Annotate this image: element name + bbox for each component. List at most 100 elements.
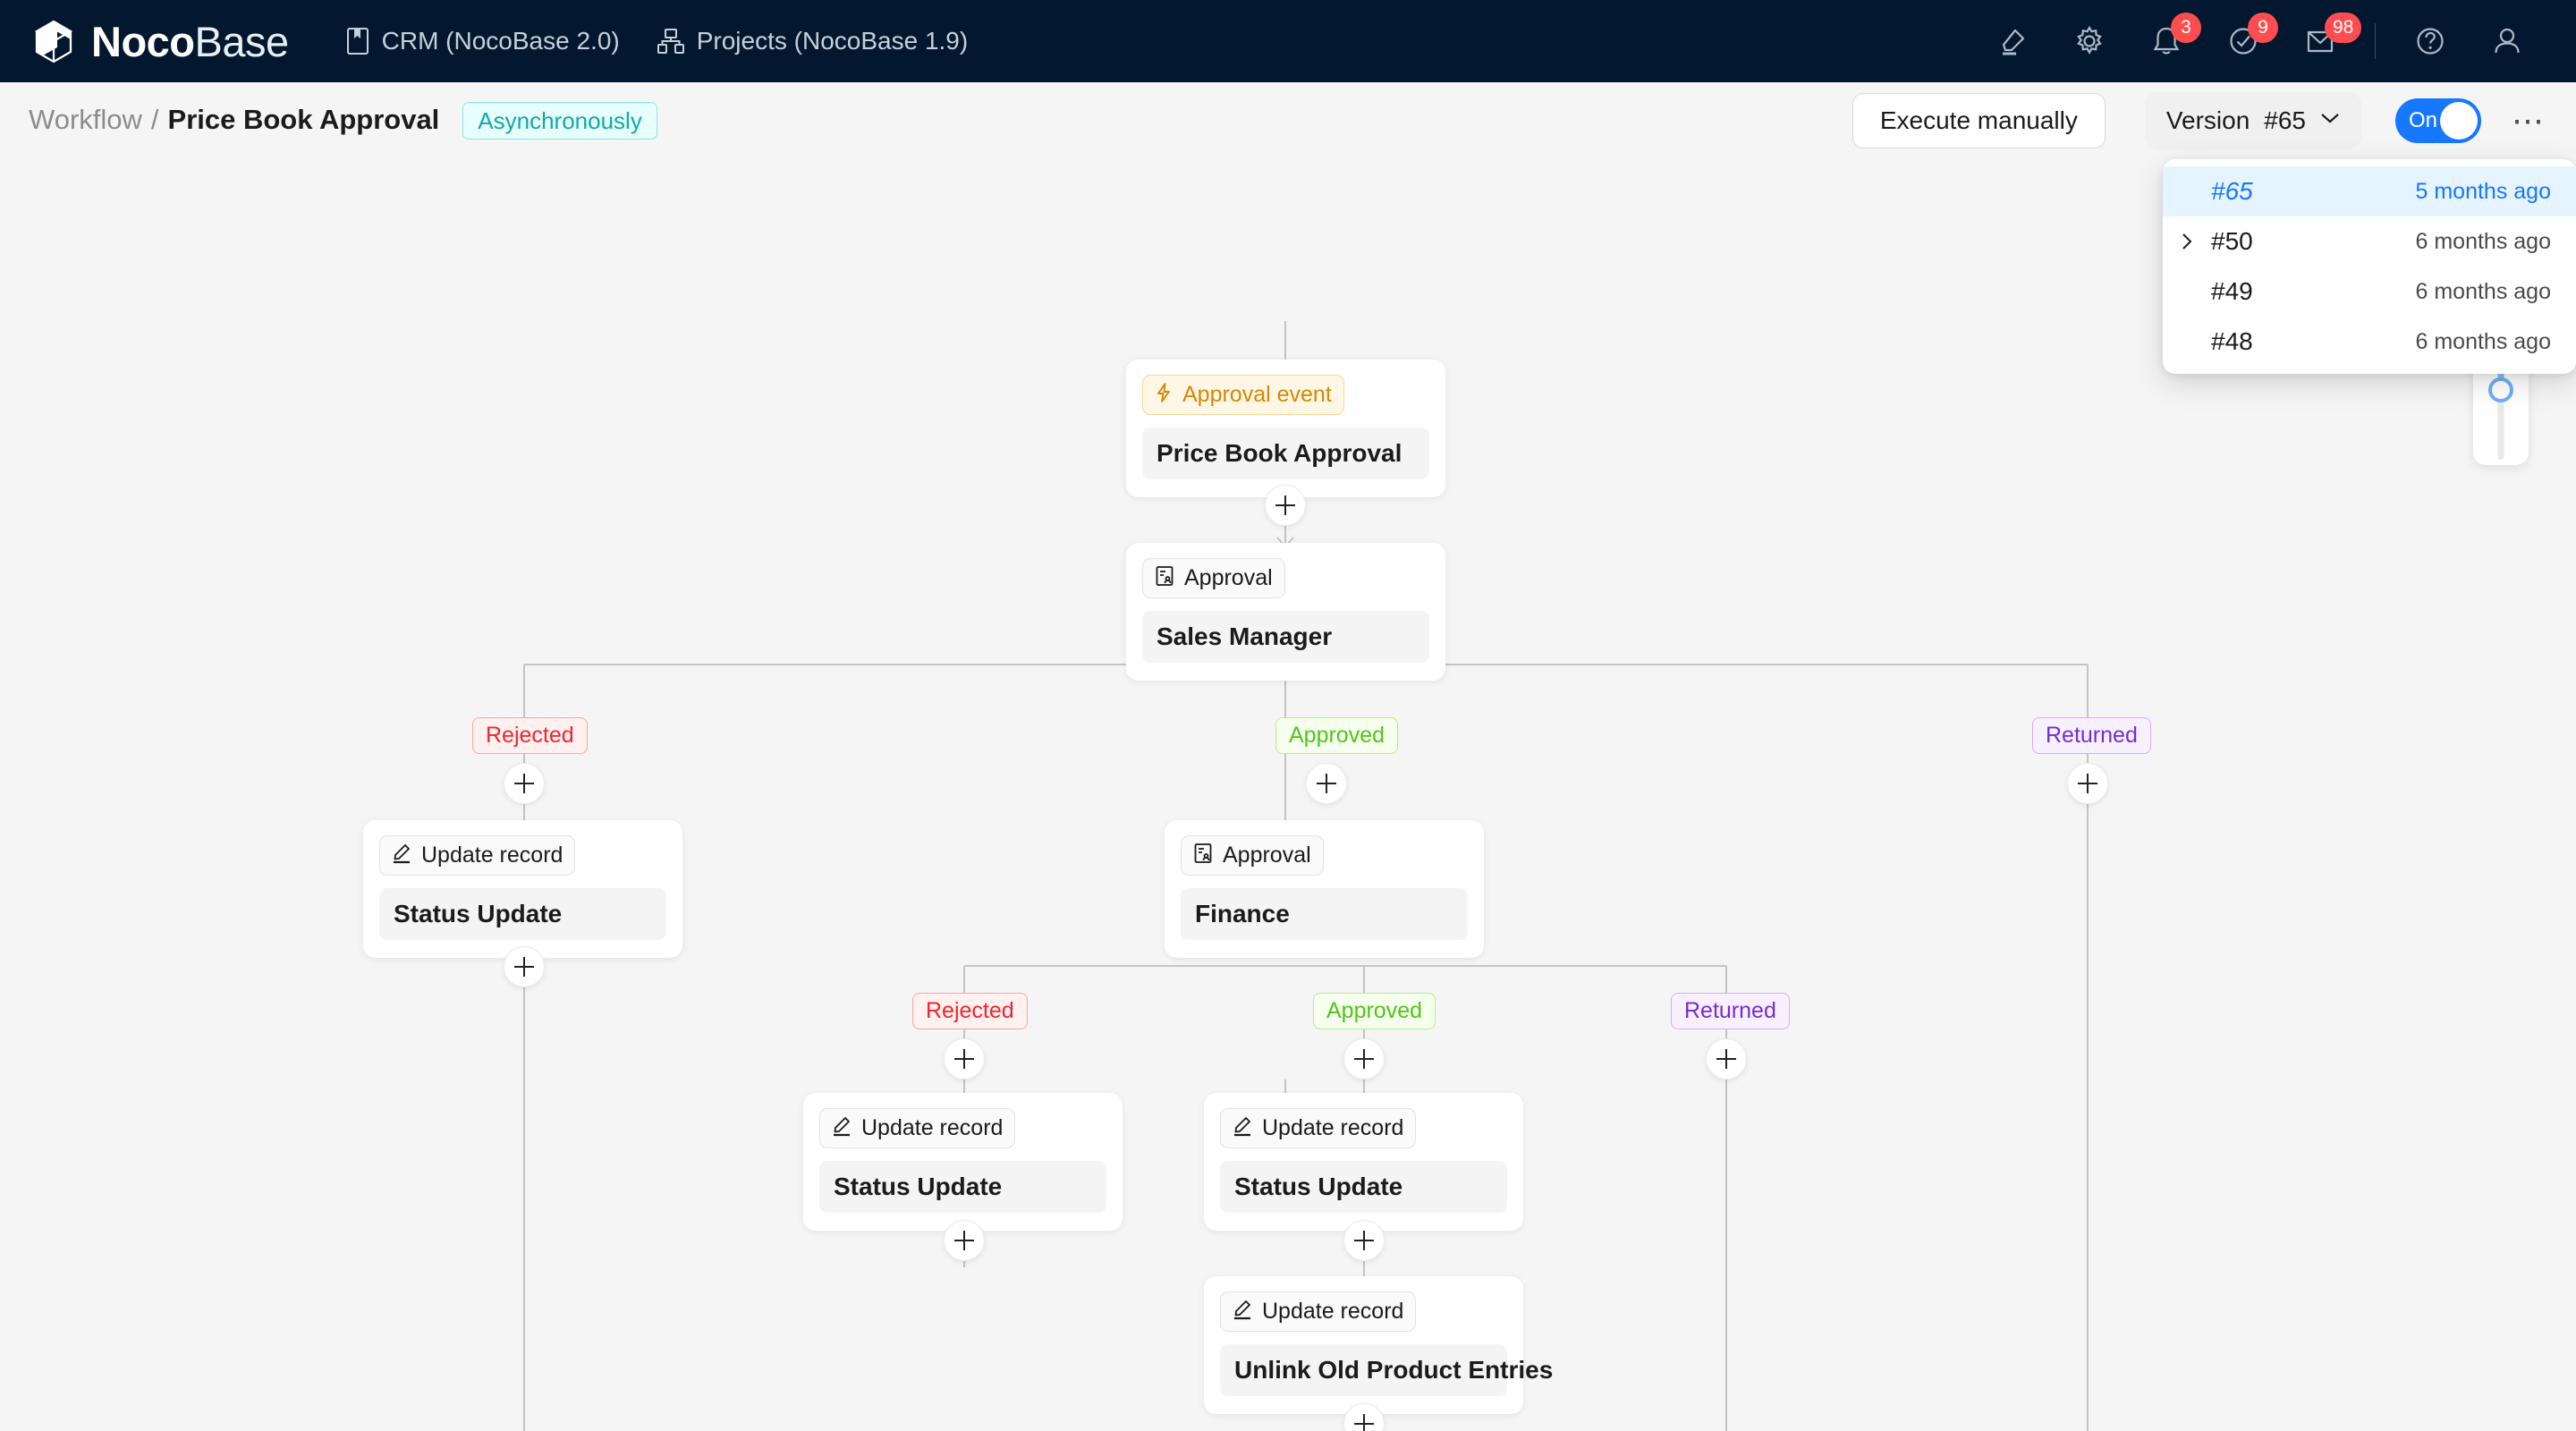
more-options-button[interactable]: ⋯ <box>2512 101 2546 139</box>
node-type-badge-approval: Approval <box>1181 835 1324 876</box>
version-menu-item-65-time: 5 months ago <box>2415 178 2552 204</box>
add-node-button[interactable] <box>504 946 545 987</box>
workflow-node-status-update-rejected-l2[interactable]: Update record Status Update <box>803 1093 1123 1231</box>
node-title[interactable]: Sales Manager <box>1142 611 1429 663</box>
edit-underline-icon <box>1233 1299 1252 1325</box>
add-node-button[interactable] <box>504 763 545 804</box>
canvas-zoom-slider[interactable] <box>2473 358 2529 465</box>
app-tab-projects[interactable]: Projects (NocoBase 1.9) <box>656 21 970 61</box>
check-circle-badge: 9 <box>2248 13 2278 43</box>
node-type-badge-update-record: Update record <box>379 835 576 876</box>
workflow-toolbar-actions: Execute manually Version #65 On ⋯ <box>1852 91 2576 149</box>
branch-tag-approved-level2[interactable]: Approved <box>1313 993 1436 1029</box>
page-title: Price Book Approval <box>167 103 440 135</box>
zoom-slider-track[interactable] <box>2497 363 2504 460</box>
app-logo[interactable]: NocoBase <box>0 18 289 64</box>
execute-manually-button[interactable]: Execute manually <box>1852 92 2106 148</box>
zoom-slider-handle[interactable] <box>2488 377 2513 402</box>
workflow-node-unlink-old-product-entries[interactable]: Update record Unlink Old Product Entries <box>1204 1276 1553 1414</box>
gear-icon[interactable] <box>2051 0 2128 82</box>
node-type-label: Approval <box>1184 565 1273 590</box>
node-title[interactable]: Price Book Approval <box>1142 428 1429 479</box>
version-menu-item-48[interactable]: #48 6 months ago <box>2163 317 2576 367</box>
node-type-label: Update record <box>421 843 564 868</box>
node-title[interactable]: Status Update <box>379 888 666 940</box>
breadcrumb-root[interactable]: Workflow <box>29 103 142 135</box>
add-node-button[interactable] <box>1265 485 1306 526</box>
help-circle-icon[interactable] <box>2392 0 2469 82</box>
approval-doc-icon <box>1193 843 1213 868</box>
app-tab-crm[interactable]: CRM (NocoBase 2.0) <box>344 21 622 61</box>
workflow-node-status-update-rejected[interactable]: Update record Status Update <box>363 820 682 958</box>
node-title[interactable]: Unlink Old Product Entries <box>1220 1344 1553 1396</box>
add-node-button[interactable] <box>944 1038 985 1080</box>
sitemap-icon <box>657 28 684 55</box>
logo-text-bold: Noco <box>91 17 195 65</box>
node-title[interactable]: Finance <box>1181 888 1468 940</box>
version-menu-item-65[interactable]: #65 5 months ago <box>2163 166 2576 216</box>
bell-badge: 3 <box>2171 13 2201 43</box>
version-menu-item-49-label: #49 <box>2211 277 2253 305</box>
logo-text-light: Base <box>194 17 290 65</box>
branch-tag-returned-level1[interactable]: Returned <box>2032 717 2151 754</box>
approval-doc-icon <box>1155 565 1174 591</box>
chevron-right-icon[interactable] <box>2163 231 2211 252</box>
version-menu-item-49[interactable]: #49 6 months ago <box>2163 267 2576 317</box>
add-node-button[interactable] <box>1706 1038 1747 1080</box>
workflow-canvas[interactable]: Approval event Price Book Approval Appro… <box>0 158 2576 1431</box>
workflow-node-status-update-approved-l2[interactable]: Update record Status Update <box>1204 1093 1523 1231</box>
node-type-label: Approval event <box>1182 382 1332 407</box>
version-dropdown-menu: #65 5 months ago #50 6 months ago #49 6 … <box>2163 159 2576 374</box>
version-menu-item-65-label: #65 <box>2211 177 2253 205</box>
chevron-down-icon <box>2320 112 2340 129</box>
branch-tag-approved-level1[interactable]: Approved <box>1275 717 1399 754</box>
workflow-node-sales-manager-approval[interactable]: Approval Sales Manager <box>1126 543 1445 681</box>
version-menu-item-50[interactable]: #50 6 months ago <box>2163 216 2576 267</box>
node-type-label: Approval <box>1223 843 1311 868</box>
add-node-button[interactable] <box>1343 1038 1385 1080</box>
add-node-button[interactable] <box>1306 763 1347 804</box>
toggle-knob <box>2440 101 2478 140</box>
user-avatar-icon[interactable] <box>2469 0 2546 82</box>
node-title[interactable]: Status Update <box>819 1161 1106 1213</box>
workflow-toolbar: Workflow / Price Book Approval Asynchron… <box>0 82 2576 158</box>
workflow-node-finance-approval[interactable]: Approval Finance <box>1165 820 1484 958</box>
branch-tag-returned-level2[interactable]: Returned <box>1671 993 1790 1029</box>
version-label: Version <box>2165 106 2250 134</box>
edit-underline-icon <box>392 843 411 868</box>
breadcrumb: Workflow / Price Book Approval Asynchron… <box>0 101 657 140</box>
breadcrumb-separator: / <box>150 103 159 135</box>
version-value: #65 <box>2264 106 2306 134</box>
node-type-badge-approval: Approval <box>1142 558 1285 598</box>
zoom-slider-fill <box>2497 363 2504 386</box>
highlighter-icon[interactable] <box>1974 0 2051 82</box>
nocobase-cube-logo-icon <box>30 18 77 64</box>
app-tab-projects-label: Projects (NocoBase 1.9) <box>696 27 969 55</box>
node-type-label: Update record <box>1262 1299 1404 1324</box>
node-type-badge-update-record: Update record <box>819 1108 1016 1148</box>
version-menu-item-48-time: 6 months ago <box>2415 328 2552 354</box>
add-node-button[interactable] <box>944 1220 985 1261</box>
version-menu-item-50-time: 6 months ago <box>2415 228 2552 254</box>
node-type-label: Update record <box>861 1115 1004 1140</box>
app-tab-crm-label: CRM (NocoBase 2.0) <box>381 27 620 55</box>
node-title[interactable]: Status Update <box>1220 1161 1507 1213</box>
check-circle-icon[interactable]: 9 <box>2205 0 2282 82</box>
add-node-button[interactable] <box>1343 1220 1385 1261</box>
branch-tag-rejected-level2[interactable]: Rejected <box>912 993 1028 1029</box>
add-node-button[interactable] <box>2067 763 2108 804</box>
workflow-enabled-toggle[interactable]: On <box>2395 97 2481 143</box>
envelope-icon[interactable]: 98 <box>2282 0 2362 82</box>
node-type-badge-approval-event: Approval event <box>1142 375 1344 415</box>
bell-icon[interactable]: 3 <box>2128 0 2205 82</box>
branch-tag-rejected-level1[interactable]: Rejected <box>472 717 588 754</box>
version-menu-item-48-label: #48 <box>2211 327 2253 355</box>
version-selector[interactable]: Version #65 <box>2144 91 2361 149</box>
version-menu-item-49-time: 6 months ago <box>2415 278 2552 304</box>
toggle-label: On <box>2409 107 2438 132</box>
add-node-button[interactable] <box>1343 1403 1385 1431</box>
app-logo-text: NocoBase <box>91 21 289 63</box>
lightning-icon <box>1155 382 1173 408</box>
workflow-node-approval-event[interactable]: Approval event Price Book Approval <box>1126 360 1445 497</box>
node-type-badge-update-record: Update record <box>1220 1108 1417 1148</box>
